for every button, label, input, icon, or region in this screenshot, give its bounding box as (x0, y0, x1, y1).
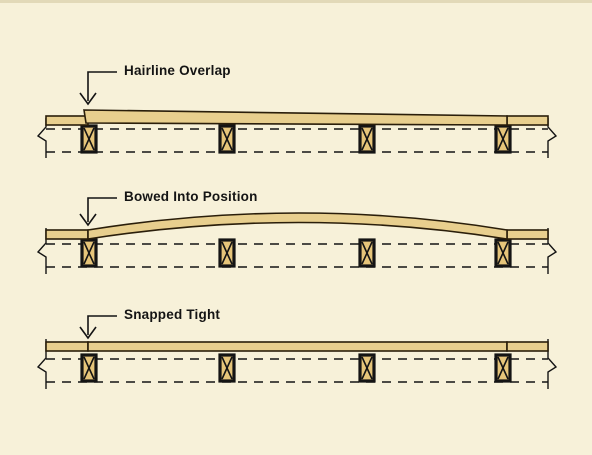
joist-block (218, 238, 236, 268)
top-border (0, 0, 592, 3)
left-break-mark (36, 118, 47, 158)
floor-board-left (45, 341, 89, 352)
floor-board-new (83, 109, 508, 126)
joist-block (358, 124, 376, 154)
left-break-mark (36, 339, 47, 389)
joist-block (218, 353, 236, 383)
callout-arrow (79, 197, 117, 227)
joist-block (218, 124, 236, 154)
joist-block (494, 353, 512, 383)
left-break-mark (36, 228, 47, 274)
floor-board-left (45, 229, 89, 240)
joist-block (494, 124, 512, 154)
panel-snapped-tight (36, 315, 558, 389)
floor-board-left (45, 115, 89, 126)
floor-board-right (506, 115, 549, 126)
label-snapped-tight: Snapped Tight (124, 307, 221, 322)
right-break-mark (547, 118, 558, 158)
joist-block (80, 238, 98, 268)
right-break-mark (547, 339, 558, 389)
joist-block (80, 353, 98, 383)
floor-board-bowed (87, 212, 508, 240)
callout-arrow (79, 71, 117, 106)
label-hairline-overlap: Hairline Overlap (124, 63, 231, 78)
joist-block (80, 124, 98, 154)
floor-board-right (506, 229, 549, 240)
right-break-mark (547, 228, 558, 274)
floor-board-new (87, 341, 508, 352)
panel-hairline-overlap (36, 71, 558, 158)
panel-bowed-into-position (36, 197, 558, 274)
joist-block (358, 353, 376, 383)
joist-block (358, 238, 376, 268)
floor-board-right (506, 341, 549, 352)
label-bowed-into-position: Bowed Into Position (124, 189, 258, 204)
callout-arrow (79, 315, 117, 340)
joist-block (494, 238, 512, 268)
